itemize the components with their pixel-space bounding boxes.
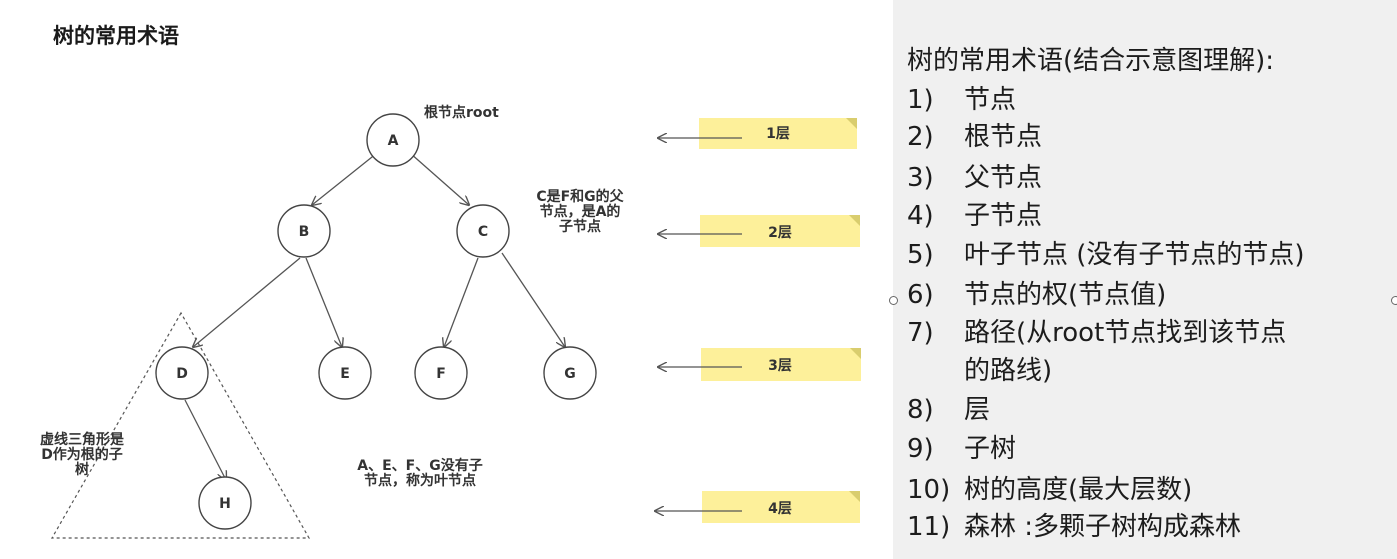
list-item-number: 4) bbox=[907, 201, 934, 231]
list-item-text: 父节点 bbox=[964, 163, 1043, 193]
list-item-text: 层 bbox=[964, 395, 991, 425]
subtree-annotation: 虚线三角形是 D作为根的子 树 bbox=[22, 433, 142, 478]
node-f: F bbox=[414, 346, 468, 400]
node-f-label: F bbox=[436, 366, 446, 382]
edge-c-f bbox=[444, 257, 479, 347]
root-annotation: 根节点root bbox=[424, 105, 499, 121]
level-label-2: 2层 bbox=[768, 225, 792, 241]
edge-b-e bbox=[305, 257, 342, 347]
node-d: D bbox=[155, 346, 209, 400]
list-item-number: 5) bbox=[907, 240, 934, 270]
level-label-3: 3层 bbox=[768, 358, 792, 374]
list-item-number: 1) bbox=[907, 85, 934, 115]
edge-d-h bbox=[184, 399, 226, 480]
parent-annotation-line: 子节点 bbox=[559, 219, 601, 235]
node-c: C bbox=[456, 204, 510, 258]
level-marker-4: 4层 bbox=[655, 491, 860, 523]
tree-diagram: A B C D E F G bbox=[22, 24, 861, 539]
diagram-title: 树的常用术语 bbox=[53, 24, 179, 48]
node-g: G bbox=[543, 346, 597, 400]
node-a-label: A bbox=[388, 133, 399, 149]
list-item-text: 森林 :多颗子树构成森林 bbox=[964, 512, 1242, 542]
list-item-text: 根节点 bbox=[964, 122, 1043, 152]
list-item-number: 9) bbox=[907, 434, 934, 464]
leaf-annotation-line: 节点，称为叶节点 bbox=[364, 473, 476, 489]
leaf-annotation-line: A、E、F、G没有子 bbox=[357, 458, 483, 474]
tree-edges bbox=[184, 152, 565, 480]
node-g-label: G bbox=[564, 366, 576, 382]
list-item-number: 3) bbox=[907, 163, 934, 193]
parent-annotation-line: C是F和G的父 bbox=[536, 189, 624, 205]
node-h: H bbox=[198, 476, 252, 530]
list-item-text: 节点 bbox=[964, 85, 1017, 115]
level-marker-3: 3层 bbox=[658, 348, 861, 381]
parent-annotation: C是F和G的父 节点，是A的 子节点 bbox=[520, 190, 640, 235]
resize-handle-right[interactable] bbox=[1391, 296, 1397, 305]
node-h-label: H bbox=[219, 496, 231, 512]
node-b: B bbox=[277, 204, 331, 258]
list-item-text: 的路线) bbox=[964, 356, 1053, 386]
edge-a-c bbox=[409, 152, 469, 205]
resize-handle-left[interactable] bbox=[889, 296, 898, 305]
edge-c-g bbox=[501, 252, 565, 347]
list-item-text: 子节点 bbox=[964, 201, 1043, 231]
node-a: A bbox=[366, 113, 420, 167]
list-item-text: 叶子节点 (没有子节点的节点) bbox=[964, 240, 1305, 270]
level-label-4: 4层 bbox=[768, 501, 792, 517]
parent-annotation-line: 节点，是A的 bbox=[539, 204, 621, 220]
level-marker-2: 2层 bbox=[658, 215, 860, 247]
level-label-1: 1层 bbox=[766, 126, 790, 142]
list-item-number: 2) bbox=[907, 122, 934, 152]
level-marker-1: 1层 bbox=[658, 118, 857, 149]
list-item-number: 8) bbox=[907, 395, 934, 425]
list-item-number: 10) bbox=[907, 475, 951, 505]
list-item-number: 11) bbox=[907, 512, 951, 542]
list-item-text: 树的高度(最大层数) bbox=[964, 475, 1193, 505]
node-e: E bbox=[318, 346, 372, 400]
node-b-label: B bbox=[299, 224, 310, 240]
edge-a-b bbox=[312, 152, 378, 205]
node-e-label: E bbox=[340, 366, 350, 382]
list-item-number: 7) bbox=[907, 318, 934, 348]
subtree-annotation-line: 树 bbox=[75, 462, 89, 478]
list-item-text: 路径(从root节点找到该节点 bbox=[964, 318, 1287, 348]
terms-panel: 树的常用术语(结合示意图理解): 1) 节点 2) 根节点 3) 父节点 4) … bbox=[889, 0, 1397, 559]
subtree-annotation-line: D作为根的子 bbox=[41, 447, 123, 463]
list-item-number: 6) bbox=[907, 280, 934, 310]
leaf-annotation: A、E、F、G没有子 节点，称为叶节点 bbox=[325, 459, 515, 489]
panel-title: 树的常用术语(结合示意图理解): bbox=[907, 46, 1275, 76]
list-item-text: 子树 bbox=[964, 434, 1017, 464]
tree-nodes: A B C D E F G bbox=[155, 113, 597, 530]
subtree-annotation-line: 虚线三角形是 bbox=[40, 432, 124, 448]
tree-diagram-canvas: A B C D E F G bbox=[50, 113, 861, 539]
edge-b-d bbox=[193, 257, 301, 347]
node-c-label: C bbox=[478, 224, 488, 240]
node-d-label: D bbox=[176, 366, 188, 382]
list-item-text: 节点的权(节点值) bbox=[964, 280, 1167, 310]
